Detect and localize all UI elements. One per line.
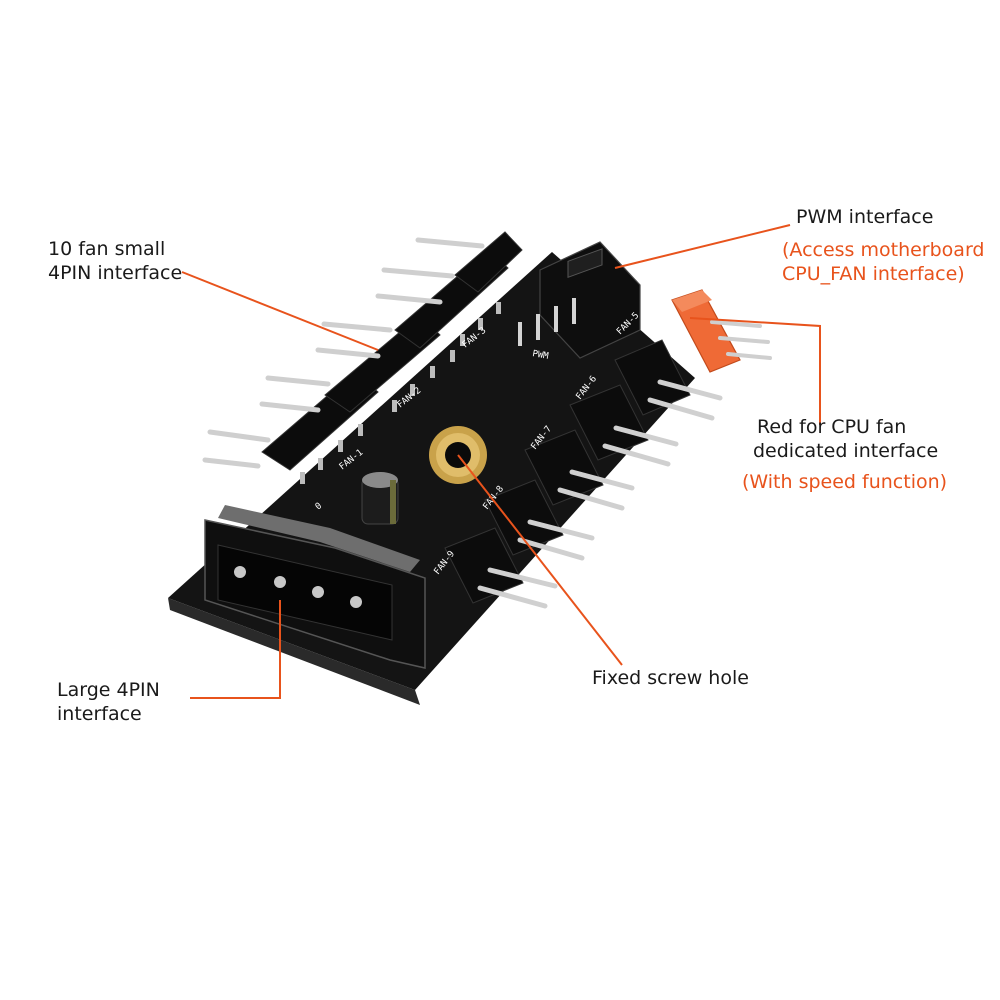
- callout-cpu-line1: Red for CPU fan: [757, 416, 907, 438]
- molex-pins: [234, 566, 362, 608]
- rh-1: [614, 339, 691, 416]
- pcb-edge: [168, 598, 420, 705]
- callout-large-line2: interface: [57, 703, 142, 725]
- header-top-pins: [300, 302, 501, 484]
- callout-cpu-line2: dedicated interface: [753, 440, 939, 462]
- cpu-red-header: [671, 289, 772, 373]
- leader-pwm: [614, 224, 791, 269]
- rh-3: [524, 429, 604, 506]
- header-block-4: [454, 231, 523, 293]
- callout-pwm: PWM interface: [796, 205, 933, 229]
- pwm-pins: [518, 298, 576, 346]
- callout-large-line1: Large 4PIN: [57, 679, 160, 701]
- capacitor: [361, 472, 399, 525]
- molex-top-clip: [218, 505, 420, 572]
- right-header-bank: [444, 339, 723, 609]
- leader-fan-small: [181, 271, 379, 351]
- callout-screw-text: Fixed screw hole: [592, 667, 749, 689]
- cpu-red-top: [672, 290, 712, 312]
- leader-cpu: [689, 317, 821, 425]
- leader-screw: [457, 454, 623, 666]
- molex-connector: [204, 505, 426, 669]
- molex-face: [217, 544, 393, 641]
- right-pins: [477, 379, 723, 609]
- capacitor-stripe: [390, 480, 396, 524]
- pwm-header: PWM: [518, 241, 641, 362]
- callout-cpu: Red for CPU fan dedicated interface: [753, 415, 938, 463]
- rh-2: [569, 384, 649, 461]
- callout-pwm-note1: (Access motherboard: [782, 239, 985, 261]
- callout-fan-small-line2: 4PIN interface: [48, 262, 183, 284]
- left-header-bank: [202, 231, 523, 484]
- leader-large: [190, 600, 281, 699]
- callout-cpu-note-text: (With speed function): [742, 471, 948, 493]
- rh-5: [444, 527, 524, 604]
- callout-pwm-note2: CPU_FAN interface): [782, 263, 965, 285]
- silk-corner: 0: [314, 501, 324, 512]
- callout-screw: Fixed screw hole: [592, 666, 749, 690]
- callout-fan-small: 10 fan small 4PIN interface: [48, 237, 182, 285]
- pwm-silk-label: PWM: [531, 349, 549, 362]
- pwm-latch: [567, 248, 603, 278]
- callout-pwm-title: PWM interface: [796, 206, 934, 228]
- callout-cpu-note: (With speed function): [742, 470, 947, 494]
- rh-4: [484, 479, 564, 556]
- left-pins: [202, 237, 485, 469]
- cpu-pins: [710, 320, 772, 360]
- callout-fan-small-line1: 10 fan small: [48, 238, 166, 260]
- callout-large: Large 4PIN interface: [57, 678, 160, 726]
- callout-lines: [181, 224, 821, 699]
- capacitor-top: [362, 472, 398, 488]
- callout-pwm-note: (Access motherboard CPU_FAN interface): [782, 238, 985, 286]
